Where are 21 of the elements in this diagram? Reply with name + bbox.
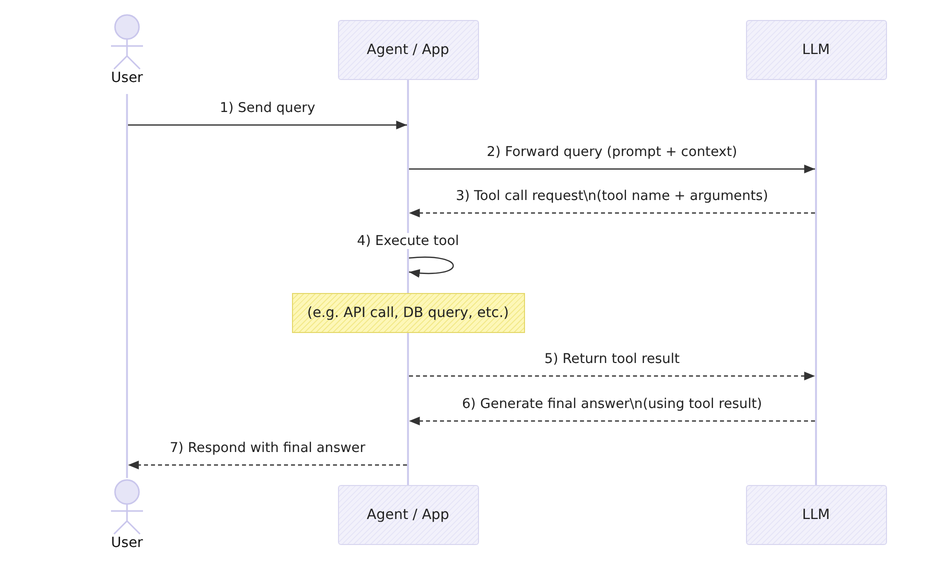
actor-name: User — [111, 535, 143, 551]
note-box: (e.g. API call, DB query, etc.) — [292, 293, 524, 333]
participant-box: LLM — [746, 485, 886, 545]
participant-box: LLM — [746, 20, 886, 80]
message-label: 4) Execute tool — [355, 233, 461, 249]
actor-name: User — [111, 70, 143, 86]
arrow — [409, 164, 815, 174]
arrow — [128, 460, 407, 470]
arrow — [409, 416, 815, 426]
lifeline — [407, 333, 409, 485]
lifeline — [126, 94, 128, 478]
message-label: 5) Return tool result — [542, 351, 682, 367]
participant-box: Agent / App — [338, 485, 478, 545]
lifeline — [407, 80, 409, 293]
participant-box: Agent / App — [338, 20, 478, 80]
self-call-arrow — [408, 256, 454, 278]
lifeline — [815, 80, 817, 485]
arrow — [128, 120, 407, 130]
arrow — [409, 208, 815, 218]
arrow — [409, 372, 815, 380]
message-label: 7) Respond with final answer — [168, 440, 368, 456]
